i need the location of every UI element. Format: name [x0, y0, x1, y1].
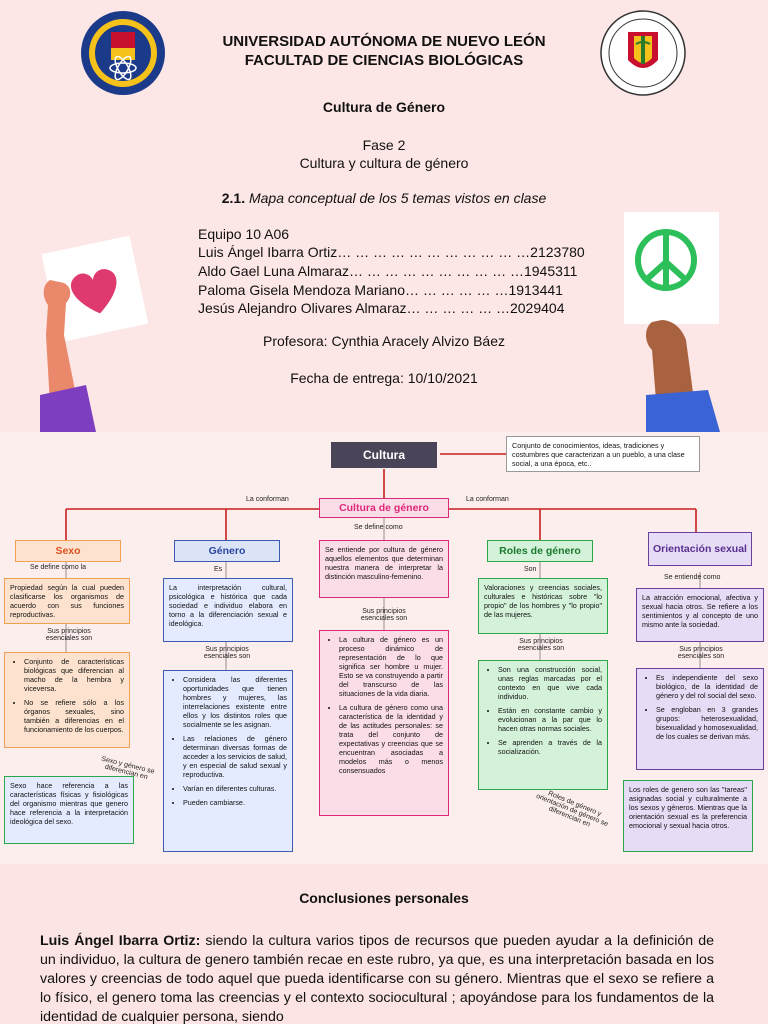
label-se-define-como: Se define como [354, 524, 403, 531]
conclusions-title: Conclusiones personales [299, 890, 469, 906]
sexo-principles: Conjunto de características biológicas q… [4, 652, 130, 748]
task-name: Mapa conceptual de los 5 temas vistos en… [248, 190, 547, 206]
principle-item: Están en constante cambio y evolucionan … [498, 706, 602, 733]
faculty-name: FACULTAD DE CIENCIAS BIOLÓGICAS [244, 52, 524, 69]
principle-item: Es independiente del sexo biológico, de … [656, 673, 758, 700]
professor: Profesora: Cynthia Aracely Alvizo Báez [262, 333, 505, 349]
orientacion-principles: Es independiente del sexo biológico, de … [636, 668, 764, 770]
label-la-conforman-right: La conforman [466, 496, 509, 503]
label-principios: Sus principios esenciales son [45, 628, 93, 642]
topic: Cultura y cultura de género [299, 155, 469, 171]
label-principios: Sus principios esenciales son [517, 638, 565, 652]
label-es: Es [214, 566, 223, 573]
peace-icon [635, 229, 697, 291]
principle-item: Conjunto de características biológicas q… [24, 657, 124, 693]
roles-principles: Son una construcción social, unas reglas… [478, 660, 608, 790]
peace-sign-illustration [624, 212, 720, 432]
team-member: Paloma Gisela Mendoza Mariano… … … … … …… [198, 282, 563, 298]
principle-item: Considera las diferentes oportunidades q… [183, 675, 287, 729]
label-principios: Sus principios esenciales son [677, 646, 725, 660]
genero-principles: Considera las diferentes oportunidades q… [163, 670, 293, 852]
principle-item: Pueden cambiarse. [183, 798, 287, 807]
label-principios: Sus principios esenciales son [360, 608, 408, 622]
genero-definition: La interpretación cultural, psicológica … [163, 578, 293, 642]
orientacion-definition: La atracción emocional, afectiva y sexua… [636, 588, 764, 642]
principle-item: La cultura de género como una caracterís… [339, 703, 443, 775]
team-member: Aldo Gael Luna Almaraz… … … … … … … … … … [198, 263, 578, 279]
node-orientacion-sexual: Orientación sexual [648, 532, 752, 566]
principle-item: Se aprenden a través de la socialización… [498, 738, 602, 756]
principle-item: Las relaciones de género determinan dive… [183, 734, 287, 779]
node-cultura-de-genero: Cultura de género [319, 498, 449, 518]
principle-item: Se engloban en 3 grandes grupos: heteros… [656, 705, 758, 741]
cover-page: UNIVERSIDAD AUTÓNOMA DE NUEVO LEÓN FACUL… [0, 0, 768, 432]
university-name: UNIVERSIDAD AUTÓNOMA DE NUEVO LEÓN [222, 33, 546, 50]
label-se-define-como-la: Se define como la [30, 564, 87, 571]
principle-item: La cultura de género es un proceso dinám… [339, 635, 443, 698]
task-title: 2.1. Mapa conceptual de los 5 temas vist… [0, 190, 768, 206]
label-se-entiende-como: Se entiende como [664, 574, 721, 581]
cultura-genero-definition: Se entiende por cultura de género aquell… [319, 540, 449, 598]
cultura-genero-principles: La cultura de género es un proceso dinám… [319, 630, 449, 816]
label-la-conforman-left: La conforman [246, 496, 289, 503]
heart-icon [70, 269, 117, 314]
roles-orientacion-difference: Los roles de genero son las "tareas" asi… [623, 780, 753, 852]
faculty-seal-icon [600, 10, 686, 96]
sexo-definition: Propiedad según la cual pueden clasifica… [4, 578, 130, 624]
cultura-definition: Conjunto de conocimientos, ideas, tradic… [506, 436, 700, 472]
principle-item: No se refiere sólo a los órganos sexuale… [24, 698, 124, 734]
node-genero: Género [174, 540, 280, 562]
due-date: Fecha de entrega: 10/10/2021 [290, 370, 478, 386]
concept-map: Cultura Conjunto de conocimientos, ideas… [0, 432, 768, 864]
heart-sign-illustration [40, 235, 149, 432]
team-name: Equipo 10 A06 [198, 226, 290, 242]
conclusion-paragraph: Luis Ángel Ibarra Ortiz: siendo la cultu… [40, 932, 714, 1024]
node-sexo: Sexo [15, 540, 121, 562]
label-son: Son [524, 566, 537, 573]
label-principios: Sus principios esenciales son [203, 646, 251, 660]
roles-definition: Valoraciones y creencias sociales, cultu… [478, 578, 608, 634]
university-seal-icon [81, 11, 165, 95]
conclusion-author: Luis Ángel Ibarra Ortiz: [40, 933, 201, 949]
node-roles-de-genero: Roles de género [487, 540, 593, 562]
node-cultura: Cultura [331, 442, 437, 468]
phase: Fase 2 [362, 137, 406, 153]
conclusion-text: siendo la cultura varios tipos de recurs… [40, 933, 714, 1024]
sexo-genero-difference: Sexo hace referencia a las característic… [4, 776, 134, 844]
task-number: 2.1. [221, 190, 246, 206]
course-title: Cultura de Género [322, 99, 446, 115]
principle-item: Varían en diferentes culturas. [183, 784, 287, 793]
principle-item: Son una construcción social, unas reglas… [498, 665, 602, 701]
team-member: Jesús Alejandro Olivares Almaraz… … … … … [198, 300, 565, 316]
team-member: Luis Ángel Ibarra Ortiz… … … … … … … … …… [198, 244, 585, 260]
